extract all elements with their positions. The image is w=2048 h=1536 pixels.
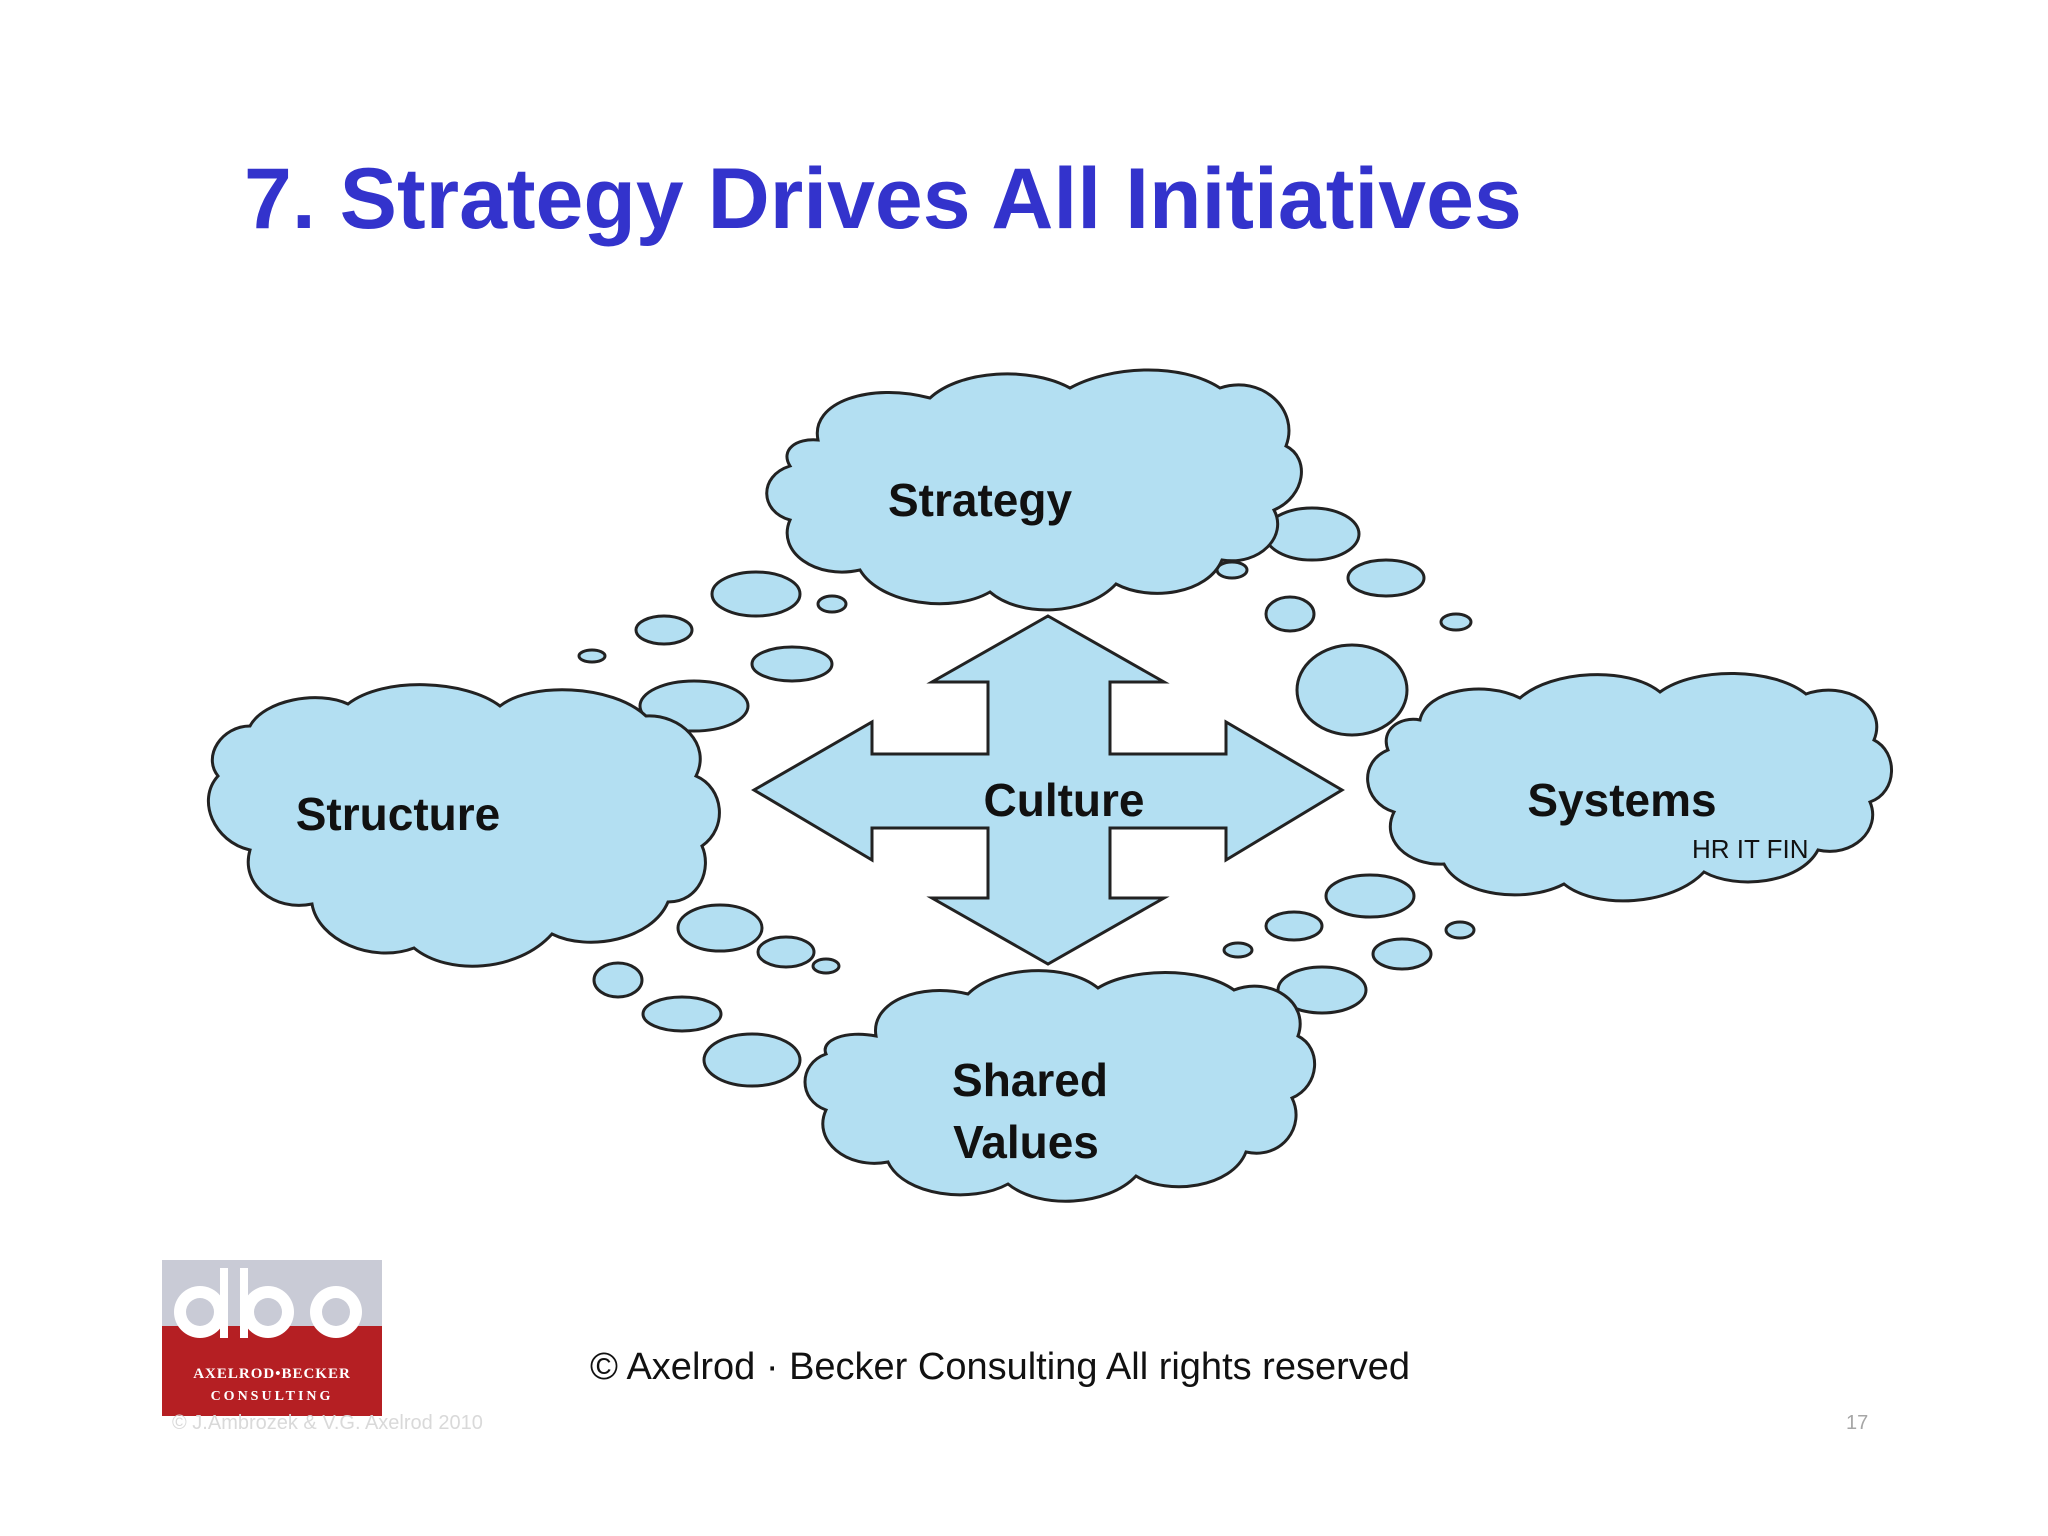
structure-cloud: [206, 683, 721, 968]
systems-sub-label: HR IT FIN: [1692, 834, 1809, 864]
slide-title: 7. Strategy Drives All Initiatives: [244, 151, 1522, 247]
copyright-notice: © Axelrod · Becker Consulting All rights…: [590, 1346, 1411, 1388]
shared-values-label-line1: Shared: [952, 1054, 1108, 1106]
strategy-cloud: [765, 368, 1303, 612]
axelrod-becker-logo: AXELROD•BECKER CONSULTING: [162, 1260, 382, 1416]
strategy-label: Strategy: [888, 474, 1072, 526]
systems-cloud: [1366, 672, 1893, 903]
logo-text-line1: AXELROD•BECKER: [193, 1366, 351, 1382]
shared-values-label-line2: Values: [953, 1116, 1099, 1168]
four-way-arrow: [751, 614, 1345, 966]
systems-label: Systems: [1527, 774, 1716, 826]
shared-values-cloud: [803, 969, 1316, 1203]
footer-credit: © J.Ambrozek & V.G. Axelrod 2010: [172, 1412, 483, 1434]
culture-label: Culture: [984, 774, 1145, 826]
logo-text-line2: CONSULTING: [211, 1389, 334, 1404]
structure-label: Structure: [296, 788, 500, 840]
page-number: 17: [1846, 1412, 1869, 1434]
